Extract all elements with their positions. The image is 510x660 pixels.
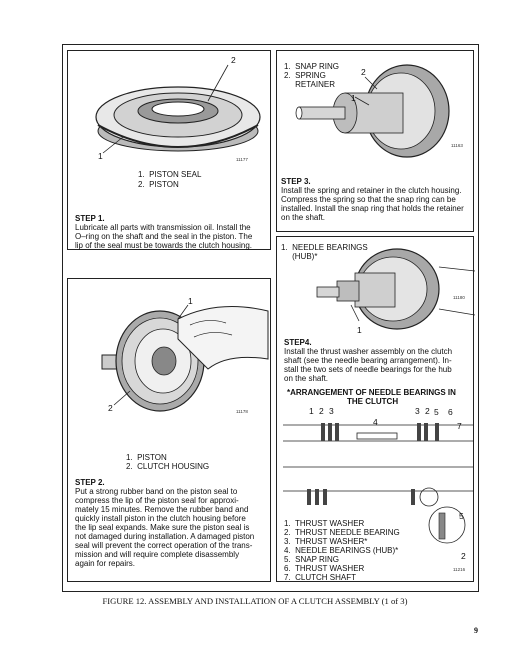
step-text-line: shaft (see the needle bearing arrangemen…: [284, 356, 452, 365]
diagram-callout: 7: [457, 421, 462, 431]
spring-retainer-illustration: [295, 64, 450, 158]
step-text-line: Put a strong rubber band on the piston s…: [75, 487, 238, 496]
step-text-line: Install the thrust washer assembly on th…: [284, 347, 453, 356]
needle-bearing-arrangement-diagram: [283, 423, 473, 544]
legend-item-1-cont: (HUB)*: [281, 252, 318, 261]
step-text-line: not damaged during installation. A damag…: [75, 532, 255, 541]
legend-item-1: 1. NEEDLE BEARINGS: [281, 243, 368, 252]
step-title: STEP 2.: [75, 478, 105, 487]
parts-list-item: 4. NEEDLE BEARINGS (HUB)*: [284, 546, 399, 555]
step4-panel: 1. NEEDLE BEARINGS (HUB)* 1 11180 STEP4.…: [276, 236, 476, 582]
figure-caption: FIGURE 12. ASSEMBLY AND INSTALLATION OF …: [102, 596, 408, 606]
needle-bearing-illustration: [316, 248, 476, 330]
diagram-callout: 5: [434, 407, 439, 417]
step-text-line: again for repairs.: [75, 559, 136, 568]
diagram-callout: 2: [461, 551, 466, 561]
step-text-line: on the shaft.: [284, 374, 329, 383]
arrangement-title: *ARRANGEMENT OF NEEDLE BEARINGS IN: [287, 388, 456, 397]
legend-item-1: 1. PISTON SEAL: [138, 170, 202, 179]
step-text-line: the lip seal expands. Make sure the pist…: [75, 523, 250, 532]
step-text-line: lip of the seal must be towards the clut…: [75, 241, 252, 250]
callout-2: 2: [108, 403, 113, 413]
step2-panel: 1 2 11178 1. PISTON 2. CLUTCH HOUSING ST…: [67, 278, 271, 582]
diagram-callout: 1: [309, 406, 314, 416]
callout-2: 2: [361, 67, 366, 77]
figure-id: 11177: [236, 157, 248, 162]
diagram-callout: 2: [425, 406, 430, 416]
parts-list-item: 6. THRUST WASHER: [284, 564, 365, 573]
step-text-line: mission and will require complete disass…: [75, 550, 240, 559]
callout-1: 1: [98, 151, 103, 161]
diagram-callout: 4: [373, 417, 378, 427]
parts-list-item: 2. THRUST NEEDLE BEARING: [284, 528, 400, 537]
step-title: STEP4.: [284, 338, 312, 347]
diagram-callout: 3: [415, 406, 420, 416]
figure-frame: [62, 44, 479, 592]
step1-panel: 2 1 11177 1. PISTON SEAL 2. PISTON STEP …: [67, 50, 271, 250]
callout-1: 1: [188, 296, 193, 306]
legend-item-2: 2. PISTON: [138, 180, 179, 189]
legend-item-1: 1. SNAP RING: [284, 62, 339, 71]
step-text-line: Lubricate all parts with transmission oi…: [75, 223, 251, 232]
parts-list-item: 7. CLUTCH SHAFT: [284, 573, 357, 582]
callout-2: 2: [231, 55, 236, 65]
callout-1: 1: [351, 93, 356, 103]
figure-id: 11178: [236, 409, 248, 414]
step-text-line: compress the lip of the piston seal for …: [75, 496, 239, 505]
step-text-line: stall the two sets of needle bearings fo…: [284, 365, 452, 374]
step-text-line: installed. Install the snap ring that ho…: [281, 204, 464, 213]
step-text-line: mately 15 minutes. Remove the rubber ban…: [75, 505, 249, 514]
step-title: STEP 1.: [75, 214, 105, 223]
legend-item-2: 2. SPRING: [284, 71, 326, 80]
step-text-line: Install the spring and retainer in the c…: [281, 186, 462, 195]
parts-list-item: 5. SNAP RING: [284, 555, 339, 564]
figure-id: 11163: [451, 143, 463, 148]
diagram-callout: 6: [448, 407, 453, 417]
piston-install-illustration: [101, 304, 269, 412]
step-text-line: seal will prevent the correct operation …: [75, 541, 253, 550]
step-text-line: on the shaft.: [281, 213, 326, 222]
page-number: 9: [474, 626, 478, 635]
diagram-callout: 2: [319, 406, 324, 416]
legend-item-2: 2. CLUTCH HOUSING: [126, 462, 210, 471]
parts-list-item: 3. THRUST WASHER*: [284, 537, 368, 546]
step-title: STEP 3.: [281, 177, 311, 186]
diagram-callout: 3: [329, 406, 334, 416]
arrangement-title: THE CLUTCH: [347, 397, 399, 406]
diagram-callout: 5: [459, 511, 464, 521]
callout-1: 1: [357, 325, 362, 335]
step-text-line: O–ring on the shaft and the seal in the …: [75, 232, 253, 241]
step3-panel: 1. SNAP RING 2. SPRING RETAINER 2 1 1116…: [276, 50, 474, 232]
diagram-figure-id: 11216: [453, 567, 466, 572]
step-text-line: quickly install piston in the clutch hou…: [75, 514, 246, 523]
legend-item-2-cont: RETAINER: [284, 80, 335, 89]
piston-seal-illustration: [95, 64, 261, 154]
figure-id: 11180: [453, 295, 465, 300]
step-text-line: Compress the spring so that the snap rin…: [281, 195, 456, 204]
legend-item-1: 1. PISTON: [126, 453, 167, 462]
parts-list-item: 1. THRUST WASHER: [284, 519, 365, 528]
